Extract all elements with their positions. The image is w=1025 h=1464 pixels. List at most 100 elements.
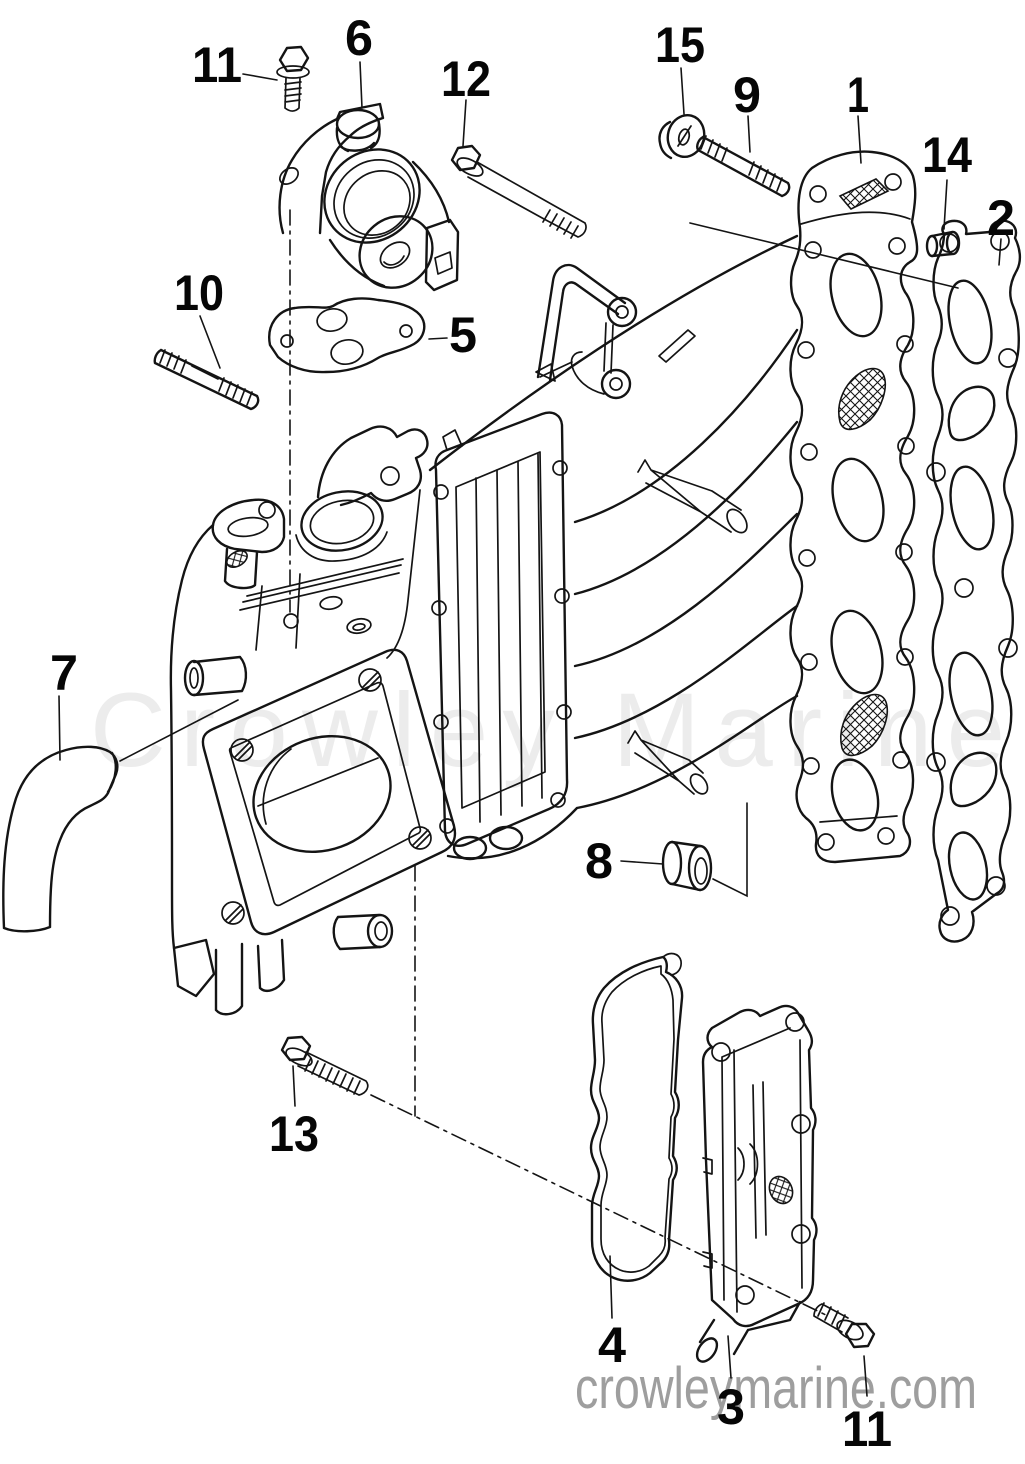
gasket2-web-lower (949, 751, 998, 808)
gasket4-hook (662, 952, 682, 976)
intake-manifold (428, 150, 919, 864)
bushing-right (687, 844, 713, 892)
leader-14 (943, 179, 948, 230)
callout-1[interactable]: 1 (847, 67, 869, 123)
bolt-11-top (276, 45, 310, 112)
bolt11t-head (278, 45, 310, 73)
iac-end-cap (358, 215, 434, 289)
callout-5[interactable]: 5 (449, 307, 477, 363)
callout-11-top[interactable]: 11 (192, 37, 242, 93)
bushing-left (661, 840, 683, 886)
silencer-cover (695, 1004, 818, 1363)
callout-4[interactable]: 4 (598, 1317, 626, 1373)
callout-14[interactable]: 14 (922, 127, 972, 183)
leader-5 (428, 337, 448, 340)
front-flange-inner (228, 681, 422, 907)
bracket-boss-top (606, 296, 638, 328)
callout-11-bottom[interactable]: 11 (842, 1401, 892, 1457)
iac-end-oval (379, 241, 411, 269)
bracket-lower-edge (535, 351, 605, 395)
hose-outline (2, 745, 119, 933)
body-fold-lines (255, 489, 421, 659)
gasket2-port-2 (949, 465, 995, 551)
callout-13[interactable]: 13 (269, 1106, 319, 1162)
bolt11b-head (844, 1322, 876, 1349)
callout-10[interactable]: 10 (174, 265, 224, 321)
callouts: 11 6 12 15 9 1 14 2 10 5 7 8 13 4 3 11 (50, 10, 1015, 1457)
leader-8 (620, 860, 664, 865)
gasket2-web-upper (947, 385, 996, 442)
callout-7[interactable]: 7 (50, 645, 78, 701)
leader-10 (199, 315, 221, 369)
callout-9[interactable]: 9 (733, 67, 761, 123)
stud10-shaft (153, 348, 260, 411)
front-bore-chord (257, 748, 379, 825)
front-flange-outer (201, 648, 457, 936)
gasket4-outer (589, 955, 684, 1282)
plate-ribs (475, 453, 543, 823)
plate-bosses (431, 460, 572, 834)
manifold-gasket (926, 219, 1022, 943)
leader-1 (857, 115, 862, 164)
callout-15[interactable]: 15 (655, 17, 705, 73)
gasket2-port-3 (948, 651, 994, 737)
deck-port-b (346, 617, 372, 635)
gasket2-port-1 (947, 279, 993, 365)
nipple-end (183, 659, 205, 697)
front-bore (252, 734, 392, 854)
bolt11b-shaft (813, 1302, 849, 1333)
gasket5-hole-left (280, 334, 294, 348)
left-ear-hole (258, 501, 276, 519)
callout-6[interactable]: 6 (345, 10, 373, 66)
left-boss (223, 547, 259, 590)
throttle-bore-outer (300, 490, 384, 552)
throttle-body (169, 425, 457, 1016)
cover3-tabs (702, 1157, 713, 1269)
bore-skirt (295, 531, 388, 562)
callout-8[interactable]: 8 (585, 833, 613, 889)
flange-bolt-holes (797, 237, 915, 851)
iac-flange (278, 102, 385, 235)
gasket5-port-a (316, 308, 348, 332)
cap-15 (658, 113, 706, 160)
side-boss (332, 913, 382, 951)
flange-top-holes (809, 173, 902, 203)
iac-valve (278, 102, 460, 292)
iac-flange-hole (279, 167, 299, 185)
iac-connector-slot (434, 251, 453, 275)
gasket2-outline (931, 219, 1022, 943)
bracket-boss-top-hole (615, 305, 629, 319)
cover3-drain-tube (698, 1300, 802, 1356)
cap15-slot (677, 128, 691, 146)
watermark-bottom: crowleymarine.com (575, 1356, 977, 1421)
iac-cap-sides (335, 122, 381, 153)
flange-top-slot (838, 178, 890, 210)
leader-lines (58, 61, 1002, 1397)
leader-11-bottom (863, 1355, 868, 1397)
runner-rib (658, 329, 696, 363)
bolt-13 (280, 1035, 369, 1096)
bolt13-shaft (297, 1051, 369, 1096)
leader-12 (462, 99, 467, 147)
gasket5-hole-right (399, 324, 413, 338)
iac-end-curl (383, 255, 405, 266)
deck-edges (239, 558, 404, 611)
gasket2-port-4 (947, 831, 989, 901)
dowel-body (930, 230, 954, 258)
callout-3[interactable]: 3 (717, 1379, 745, 1435)
iac-body-ring-1 (323, 148, 421, 244)
deck-port-b-inner (352, 623, 366, 631)
bolt12-shaft (467, 161, 587, 239)
water-hose (2, 745, 119, 933)
callout-2[interactable]: 2 (987, 190, 1015, 246)
gasket5-outline (268, 297, 426, 374)
callout-12[interactable]: 12 (441, 51, 491, 107)
leader-3 (727, 1335, 732, 1379)
iac-body-ring-2 (333, 159, 415, 239)
left-ear-recess (227, 516, 269, 538)
injector-pocket-upper (637, 459, 748, 534)
dowel-pin-14 (925, 230, 961, 258)
dowel-left (925, 234, 939, 258)
bushing-bore (694, 857, 708, 885)
gasket4-inner (599, 965, 675, 1273)
